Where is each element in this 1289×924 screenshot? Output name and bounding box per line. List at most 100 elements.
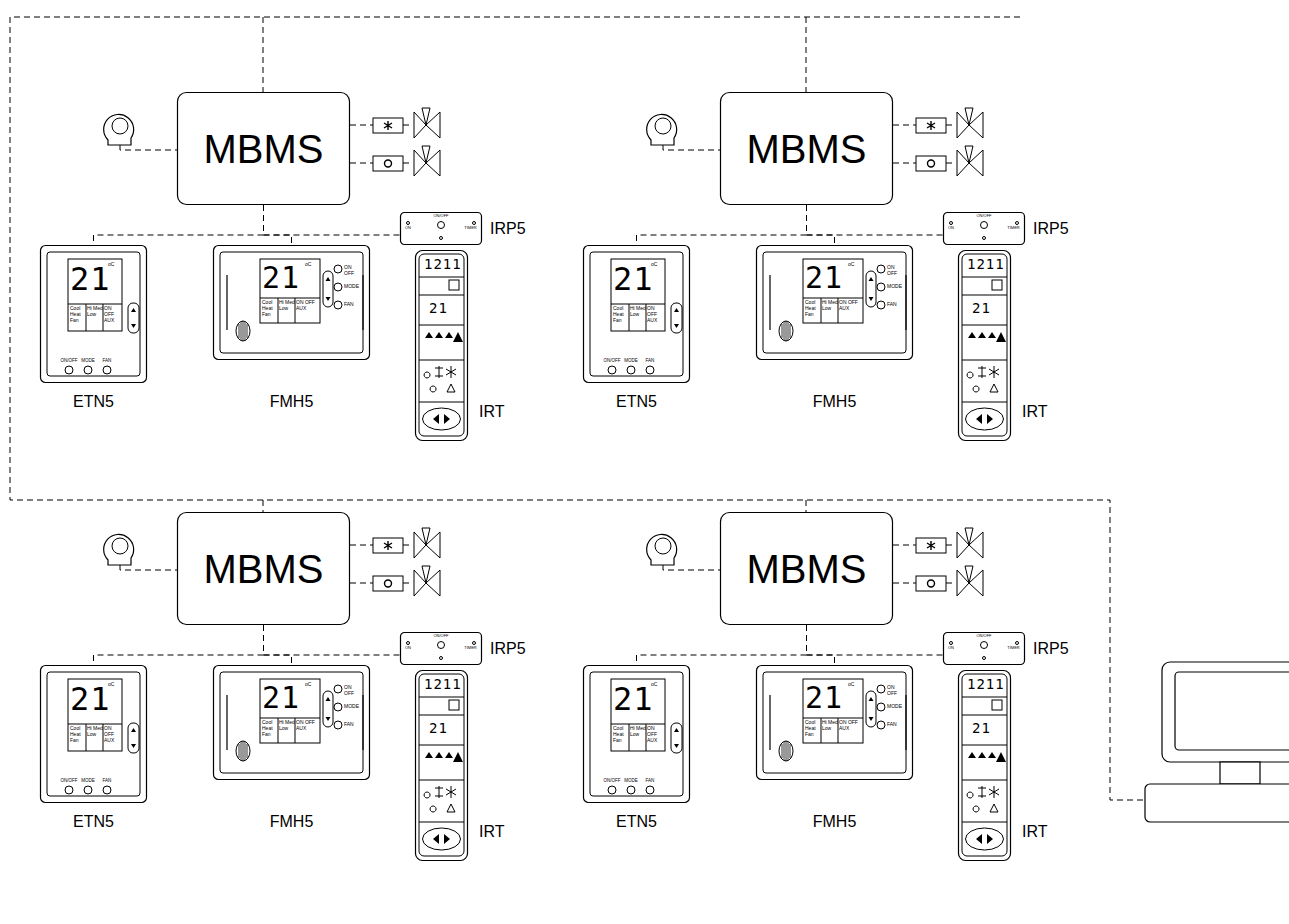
drawing-part: [962, 277, 1007, 402]
drawing-part: [981, 222, 988, 229]
clock-digits: 1211: [424, 256, 464, 272]
drawing-part: [178, 513, 350, 625]
device-label: IRP5: [490, 220, 535, 238]
unit-text: oC: [305, 682, 319, 688]
drawing-part: [425, 332, 463, 342]
drawing-part: [611, 304, 665, 331]
drawing-part: [440, 237, 443, 240]
drawing-part: [959, 671, 1011, 861]
mode-list: Cool Heat Fan: [70, 726, 86, 743]
pc-symbol: [1145, 662, 1289, 822]
drawing-part: [757, 666, 913, 780]
ir-remote: IRT121121: [415, 670, 468, 861]
speed-list: Hi Med Low: [822, 300, 838, 312]
signal-wire: [94, 205, 264, 245]
drawing-part: [423, 408, 461, 430]
signal-wire: [637, 625, 807, 665]
button-label: ON/OFF: [57, 778, 81, 783]
drawing-part: [803, 259, 863, 323]
display-digits: 21: [972, 300, 1002, 316]
pc-monitor: [1162, 662, 1289, 762]
led-label: ON: [944, 226, 958, 231]
device-label: IRT: [1022, 823, 1057, 841]
drawing-part: [646, 366, 654, 374]
speed-list: Hi Med Low: [630, 726, 646, 738]
button-label: MODE: [621, 358, 641, 363]
button-label: MODE: [887, 284, 909, 290]
unit-text: oC: [108, 262, 122, 268]
button-label: ON/OFF: [427, 634, 455, 639]
drawing-part: [967, 786, 999, 812]
ir-remote-outline: [415, 670, 468, 861]
speed-list: Hi Med Low: [822, 720, 838, 732]
led-label: TIMER: [460, 226, 481, 231]
drawing-part: [239, 741, 247, 761]
drawing-part: [407, 642, 410, 645]
drawing-part: [47, 672, 140, 796]
drawing-part: [260, 718, 320, 743]
drawing-part: [326, 697, 331, 721]
drawing-part: [407, 222, 410, 225]
aux-list: ON OFF AUX: [104, 306, 121, 323]
button-label: ON OFF: [344, 265, 358, 277]
drawing-part: [65, 366, 73, 374]
device-label: IRT: [479, 823, 514, 841]
controller-label: MBMS: [747, 546, 867, 592]
drawing-part: [1016, 222, 1019, 225]
drawing-part: [782, 321, 790, 341]
drawing-part: [419, 277, 464, 402]
drawing-part: [877, 283, 885, 291]
drawing-part: [877, 721, 885, 729]
device-label: ETN5: [40, 393, 147, 411]
drawing-part: [608, 366, 616, 374]
display-digits: 21: [805, 261, 847, 296]
drawing-part: [68, 724, 122, 751]
drawing-part: [869, 277, 874, 301]
signal-wire: [264, 625, 292, 665]
speed-list: Hi Med Low: [279, 300, 295, 312]
drawing-part: [779, 321, 793, 341]
drawing-part: [84, 366, 92, 374]
drawing-part: [236, 741, 250, 761]
led-label: ON: [401, 646, 415, 651]
device-label: IRT: [1022, 403, 1057, 421]
drawing-part: [47, 252, 140, 376]
unit-text: oC: [651, 682, 665, 688]
mode-list: Cool Heat Fan: [613, 306, 629, 323]
thermostat-etn5: ETN521oCCool Heat FanHi Med LowON OFF AU…: [40, 245, 147, 383]
device-label: ETN5: [40, 813, 147, 831]
drawing-part: [981, 642, 988, 649]
drawing-part: [590, 672, 683, 796]
button-label: FAN: [640, 358, 660, 363]
drawing-part: [962, 674, 1007, 856]
drawing-part: [950, 222, 953, 225]
button-label: FAN: [887, 302, 907, 308]
ir-remote: IRT121121: [958, 250, 1011, 441]
signal-wire: [94, 625, 264, 665]
clock-digits: 1211: [424, 676, 464, 692]
device-label: FMH5: [756, 393, 913, 411]
drawing-part: [877, 265, 885, 273]
drawing-part: [976, 414, 993, 424]
speed-list: Hi Med Low: [279, 720, 295, 732]
drawing-part: [416, 671, 468, 861]
drawing-part: [803, 718, 863, 743]
display-digits: 21: [429, 720, 459, 736]
drawing-part: [416, 251, 468, 441]
signal-wire: [807, 205, 944, 235]
drawing-part: [260, 298, 320, 323]
aux-list: ON OFF AUX: [104, 726, 121, 743]
aux-list: ON OFF AUX: [296, 720, 316, 732]
led-label: ON: [944, 646, 958, 651]
device-label: FMH5: [213, 813, 370, 831]
drawing-part: [433, 834, 450, 844]
button-label: ON/OFF: [600, 778, 624, 783]
signal-wire: [807, 625, 835, 665]
drawing-part: [968, 752, 1006, 762]
button-label: FAN: [97, 358, 117, 363]
ir-remote-outline: [958, 670, 1011, 861]
thermostat-etn5: ETN521oCCool Heat FanHi Med LowON OFF AU…: [40, 665, 147, 803]
drawing-part: [103, 786, 111, 794]
thermostat-etn5: ETN521oCCool Heat FanHi Med LowON OFF AU…: [583, 245, 690, 383]
button-label: FAN: [344, 302, 364, 308]
